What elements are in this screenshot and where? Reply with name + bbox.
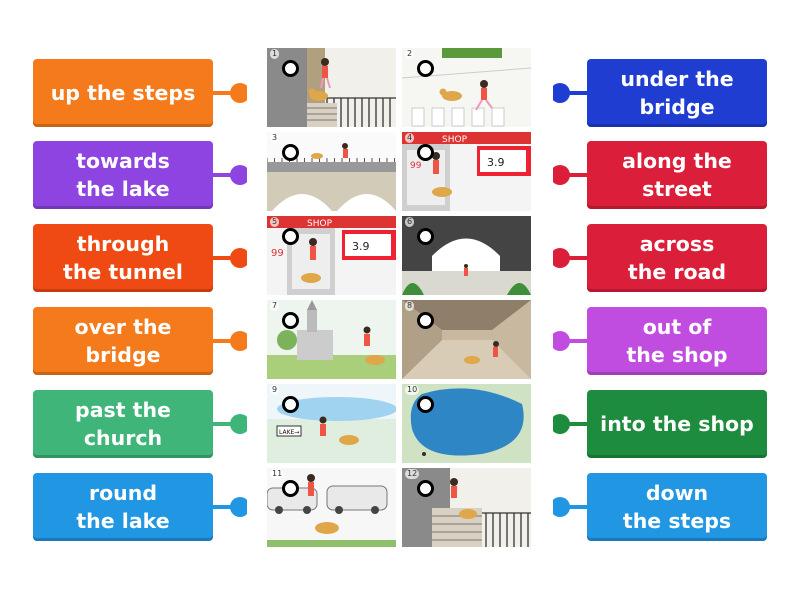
right-connector-handle[interactable] <box>550 412 587 436</box>
left-connector-handle[interactable] <box>213 246 250 270</box>
match-target-dot[interactable] <box>282 396 299 413</box>
answer-label-right-2[interactable]: along the street <box>587 141 767 209</box>
picture-2: 2 <box>402 48 531 127</box>
picture-number: 2 <box>405 49 415 59</box>
tunnel-illustration <box>402 216 531 295</box>
picture-number: 6 <box>405 217 415 227</box>
picture-number: 5 <box>270 217 280 227</box>
answer-label-left-1[interactable]: up the steps <box>33 59 213 127</box>
picture-1: 1 <box>267 48 396 127</box>
answer-label-right-1[interactable]: under the bridge <box>587 59 767 127</box>
picture-8: 8 <box>402 300 531 379</box>
right-connector-handle[interactable] <box>550 329 587 353</box>
picture-3: 3 <box>267 132 396 211</box>
picture-12: 12 <box>402 468 531 547</box>
picture-number: 1 <box>270 49 280 59</box>
picture-number: 12 <box>405 469 420 479</box>
svg-text:SHOP: SHOP <box>442 135 468 145</box>
shop-illustration: SHOP 3.9 99 <box>402 132 531 211</box>
svg-text:LAKE→: LAKE→ <box>279 429 299 436</box>
picture-9: LAKE→ 9 <box>267 384 396 463</box>
answer-label-left-4[interactable]: over the bridge <box>33 307 213 375</box>
answer-label-left-5[interactable]: past the church <box>33 390 213 458</box>
picture-6: 6 <box>402 216 531 295</box>
picture-number: 3 <box>270 133 280 143</box>
match-target-dot[interactable] <box>417 480 434 497</box>
answer-label-right-4[interactable]: out of the shop <box>587 307 767 375</box>
picture-number: 10 <box>405 385 420 395</box>
picture-grid: 1 2 3 SHOP 3.9 99 4 SHOP 3.9 99 5 6 7 8 LA… <box>267 48 532 552</box>
match-target-dot[interactable] <box>282 60 299 77</box>
picture-5: SHOP 3.9 99 5 <box>267 216 396 295</box>
answer-label-left-6[interactable]: round the lake <box>33 473 213 541</box>
answer-label-right-5[interactable]: into the shop <box>587 390 767 458</box>
svg-text:99: 99 <box>271 248 284 259</box>
right-connector-handle[interactable] <box>550 495 587 519</box>
picture-11: 11 <box>267 468 396 547</box>
left-connector-handle[interactable] <box>213 81 250 105</box>
match-target-dot[interactable] <box>282 480 299 497</box>
church-illustration <box>267 300 396 379</box>
picture-number: 9 <box>270 385 280 395</box>
match-target-dot[interactable] <box>417 396 434 413</box>
answer-label-right-6[interactable]: down the steps <box>587 473 767 541</box>
left-connector-handle[interactable] <box>213 412 250 436</box>
picture-7: 7 <box>267 300 396 379</box>
svg-text:3.9: 3.9 <box>352 240 370 253</box>
svg-text:3.9: 3.9 <box>487 156 505 169</box>
lake-illustration <box>402 384 531 463</box>
picture-number: 11 <box>270 469 285 479</box>
answer-label-left-3[interactable]: through the tunnel <box>33 224 213 292</box>
picture-number: 7 <box>270 301 280 311</box>
match-target-dot[interactable] <box>282 144 299 161</box>
picture-number: 8 <box>405 301 415 311</box>
right-connector-handle[interactable] <box>550 163 587 187</box>
match-target-dot[interactable] <box>417 312 434 329</box>
match-target-dot[interactable] <box>417 144 434 161</box>
picture-4: SHOP 3.9 99 4 <box>402 132 531 211</box>
left-connector-handle[interactable] <box>213 495 250 519</box>
match-target-dot[interactable] <box>417 228 434 245</box>
svg-text:SHOP: SHOP <box>307 219 333 229</box>
left-connector-handle[interactable] <box>213 163 250 187</box>
match-target-dot[interactable] <box>417 60 434 77</box>
lake-illustration: LAKE→ <box>267 384 396 463</box>
picture-number: 4 <box>405 133 415 143</box>
left-connector-handle[interactable] <box>213 329 250 353</box>
match-target-dot[interactable] <box>282 228 299 245</box>
svg-text:99: 99 <box>410 161 422 171</box>
right-connector-handle[interactable] <box>550 81 587 105</box>
right-connector-handle[interactable] <box>550 246 587 270</box>
answer-label-left-2[interactable]: towards the lake <box>33 141 213 209</box>
match-target-dot[interactable] <box>282 312 299 329</box>
picture-10: 10 <box>402 384 531 463</box>
answer-label-right-3[interactable]: across the road <box>587 224 767 292</box>
